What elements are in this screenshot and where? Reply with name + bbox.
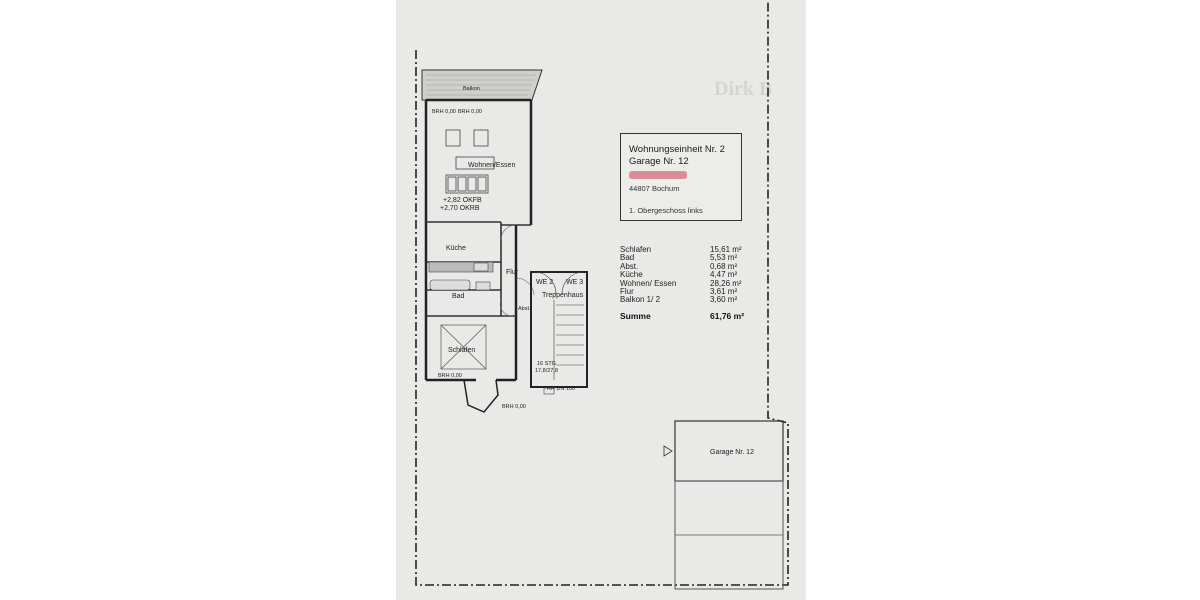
area-name: Flur [620, 287, 634, 297]
label-brh-4: BRH 0,00 [502, 404, 526, 410]
area-row: Balkon 1/ 2 3,60 m² [620, 295, 750, 305]
label-brh-1: BRH 0,00 [432, 109, 456, 115]
label-stg: 16 STG [537, 361, 556, 367]
unit-number: Wohnungseinheit Nr. 2 [629, 144, 725, 155]
area-sum-row: Summe 61,76 m² [620, 311, 750, 321]
area-row: Abst. 0,68 m² [620, 261, 750, 271]
label-wohnen: Wohnen/Essen [468, 162, 516, 169]
label-we3: WE 3 [566, 279, 584, 286]
area-row: Küche 4,47 m² [620, 270, 750, 280]
area-row: Flur 3,61 m² [620, 287, 750, 297]
area-value: 15,61 m² [710, 245, 742, 254]
area-name: Wohnen/ Essen [620, 278, 677, 288]
area-name: Abst. [620, 261, 639, 271]
label-brh-3: BRH 0,00 [438, 373, 462, 379]
unit-info-box: Wohnungseinheit Nr. 2 Garage Nr. 12 4480… [620, 133, 742, 221]
garage-label: Garage Nr. 12 [710, 449, 754, 456]
redacted-address [629, 171, 687, 179]
label-okfb: +2,82 OKFB [443, 197, 482, 204]
area-row: Bad 5,53 m² [620, 253, 750, 263]
sum-label: Summe [620, 310, 651, 321]
area-value: 0,68 m² [710, 261, 738, 271]
floor-level: 1. Obergeschoss links [629, 206, 703, 215]
area-name: Küche [620, 270, 643, 280]
area-row: Wohnen/ Essen 28,26 m² [620, 278, 750, 288]
area-name: Balkon 1/ 2 [620, 295, 661, 305]
area-value: 5,53 m² [710, 253, 738, 263]
property-boundary [415, 0, 789, 586]
floor-plan [421, 69, 784, 590]
label-kueche: Küche [446, 245, 466, 252]
label-abst: Abst. [518, 306, 531, 312]
ghost-letterhead: Dirk B [714, 78, 773, 100]
label-stg-ratio: 17,8/27,8 [535, 368, 558, 374]
garage-number: Garage Nr. 12 [629, 156, 689, 167]
label-treppenhaus: Treppenhaus [542, 292, 583, 299]
label-schlafen: Schlafen [448, 347, 476, 354]
label-we2: WE 2 [536, 279, 554, 286]
area-value: 3,61 m² [710, 287, 738, 297]
label-okrb: +2,70 OKRB [440, 205, 480, 212]
area-name: Schlafen [620, 245, 652, 254]
city: 44807 Bochum [629, 184, 680, 193]
label-rr: RR DN 100 [547, 386, 576, 392]
sum-value: 61,76 m² [710, 310, 745, 321]
area-value: 3,60 m² [710, 295, 738, 305]
label-flur: Flur [506, 269, 519, 276]
label-brh-2: BRH 0,00 [458, 109, 482, 115]
label-balkon: Balkon [463, 86, 480, 92]
area-row: Schlafen 15,61 m² [620, 245, 750, 254]
document-page: Dirk B [396, 0, 806, 600]
area-value: 4,47 m² [710, 270, 738, 280]
area-name: Bad [620, 253, 635, 263]
label-bad: Bad [452, 293, 465, 300]
area-value: 28,26 m² [710, 278, 742, 288]
